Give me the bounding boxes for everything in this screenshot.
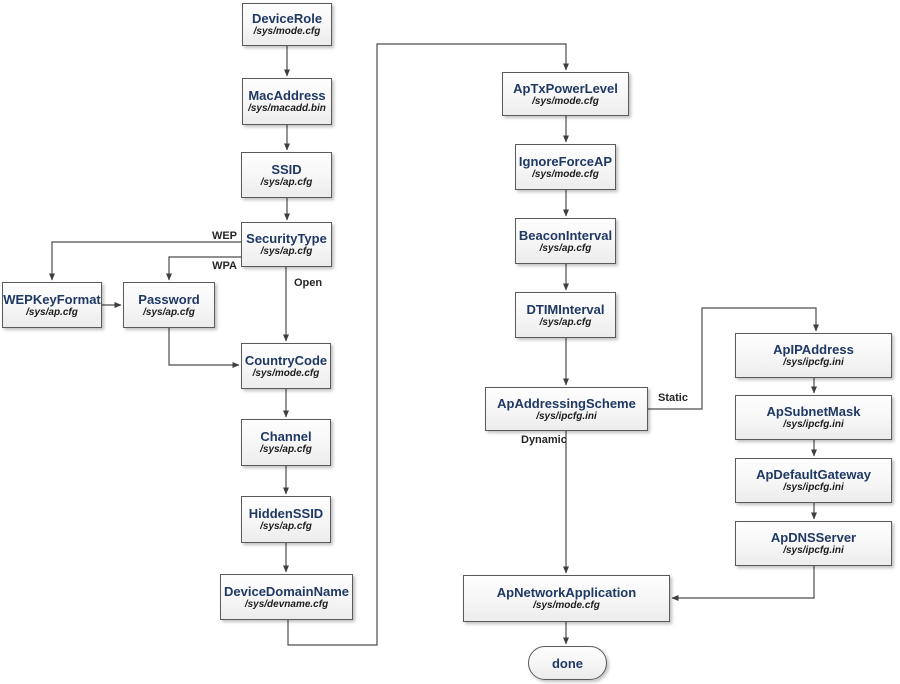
node-ap-addressing-scheme: ApAddressingScheme /sys/ipcfg.ini: [485, 387, 648, 431]
node-ap-tx-power-level: ApTxPowerLevel /sys/mode.cfg: [502, 72, 629, 116]
node-config-path: /sys/ipcfg.ini: [783, 357, 844, 368]
node-title: Channel: [260, 429, 312, 444]
node-title: BeaconInterval: [518, 227, 613, 243]
node-config-path: /sys/macadd.bin: [248, 103, 326, 114]
node-title: ApTxPowerLevel: [513, 80, 618, 96]
edge-securitytype-password: [166, 256, 241, 281]
node-config-path: /sys/ap.cfg: [260, 176, 313, 188]
edge-apaddressingscheme-apipaddress: [648, 307, 819, 410]
node-config-path: /sys/ap.cfg: [260, 521, 312, 532]
node-ignore-force-ap: IgnoreForceAP /sys/mode.cfg: [515, 144, 616, 190]
node-config-path: /sys/mode.cfg: [532, 95, 599, 107]
node-config-path: /sys/ap.cfg: [143, 306, 195, 318]
node-config-path: /sys/ipcfg.ini: [783, 545, 844, 556]
node-title: ApAddressingScheme: [497, 395, 636, 411]
node-title: DeviceDomainName: [224, 583, 349, 599]
edge-label-wep: WEP: [211, 230, 237, 242]
node-config-path: /sys/ap.cfg: [539, 316, 592, 328]
node-channel: Channel /sys/ap.cfg: [241, 419, 331, 466]
node-title: CountryCode: [244, 352, 328, 368]
node-ssid: SSID /sys/ap.cfg: [241, 152, 332, 198]
node-config-path: /sys/ipcfg.ini: [783, 482, 844, 493]
node-title: WEPKeyFormat: [3, 291, 101, 307]
node-wep-key-format: WEPKeyFormat /sys/ap.cfg: [2, 282, 102, 328]
node-mac-address: MacAddress /sys/macadd.bin: [242, 78, 332, 125]
node-config-path: /sys/ap.cfg: [539, 242, 592, 254]
edge-label-wpa: WPA: [212, 260, 237, 272]
edge-apdnsserver-apnetworkapplication: [671, 566, 815, 601]
node-ap-dns-server: ApDNSServer /sys/ipcfg.ini: [735, 521, 892, 566]
edge-label-static: Static: [658, 392, 688, 404]
node-config-path: /sys/ap.cfg: [260, 444, 312, 455]
node-config-path: /sys/mode.cfg: [533, 600, 600, 611]
node-title: IgnoreForceAP: [518, 153, 613, 169]
node-title: MacAddress: [248, 88, 326, 103]
node-title: ApSubnetMask: [766, 404, 861, 419]
node-device-domain-name: DeviceDomainName /sys/devname.cfg: [220, 574, 353, 620]
edge-securitytype-wepkeyformat: [49, 241, 241, 281]
node-config-path: /sys/ap.cfg: [26, 306, 78, 318]
edge-devicedomainname-aptxpowerlevel: [287, 43, 569, 646]
node-config-path: /sys/mode.cfg: [253, 26, 321, 37]
node-title: SecurityType: [246, 231, 327, 246]
node-device-role: DeviceRole /sys/mode.cfg: [242, 3, 332, 46]
node-config-path: /sys/mode.cfg: [532, 168, 599, 180]
node-title: DTIMInterval: [526, 301, 605, 317]
node-dtim-interval: DTIMInterval /sys/ap.cfg: [515, 292, 616, 338]
node-ap-subnet-mask: ApSubnetMask /sys/ipcfg.ini: [735, 395, 892, 440]
edge-label-dynamic: Dynamic: [521, 434, 567, 446]
edge-label-open: Open: [294, 277, 323, 289]
edge-password-countrycode: [168, 328, 240, 368]
node-config-path: /sys/ipcfg.ini: [783, 419, 844, 430]
node-country-code: CountryCode /sys/mode.cfg: [241, 343, 331, 389]
node-ap-default-gateway: ApDefaultGateway /sys/ipcfg.ini: [735, 458, 892, 503]
node-title: DeviceRole: [251, 11, 323, 26]
node-config-path: /sys/ap.cfg: [260, 246, 313, 257]
node-title: HiddenSSID: [248, 506, 324, 521]
node-config-path: /sys/mode.cfg: [252, 367, 320, 379]
node-ap-network-application: ApNetworkApplication /sys/mode.cfg: [463, 575, 670, 622]
node-title: SSID: [271, 161, 302, 177]
node-security-type: SecurityType /sys/ap.cfg: [241, 222, 332, 267]
node-beacon-interval: BeaconInterval /sys/ap.cfg: [515, 218, 616, 264]
node-config-path: /sys/ipcfg.ini: [536, 410, 597, 422]
node-config-path: /sys/devname.cfg: [244, 598, 329, 610]
node-ap-ip-address: ApIPAddress /sys/ipcfg.ini: [735, 333, 892, 378]
node-title: ApDefaultGateway: [756, 467, 871, 482]
node-password: Password /sys/ap.cfg: [123, 282, 215, 328]
node-title: ApIPAddress: [773, 342, 854, 357]
terminal-done: done: [528, 646, 607, 680]
node-title: Password: [138, 291, 200, 307]
node-title: ApDNSServer: [770, 530, 857, 545]
node-hidden-ssid: HiddenSSID /sys/ap.cfg: [241, 496, 331, 543]
node-title: ApNetworkApplication: [496, 585, 637, 600]
